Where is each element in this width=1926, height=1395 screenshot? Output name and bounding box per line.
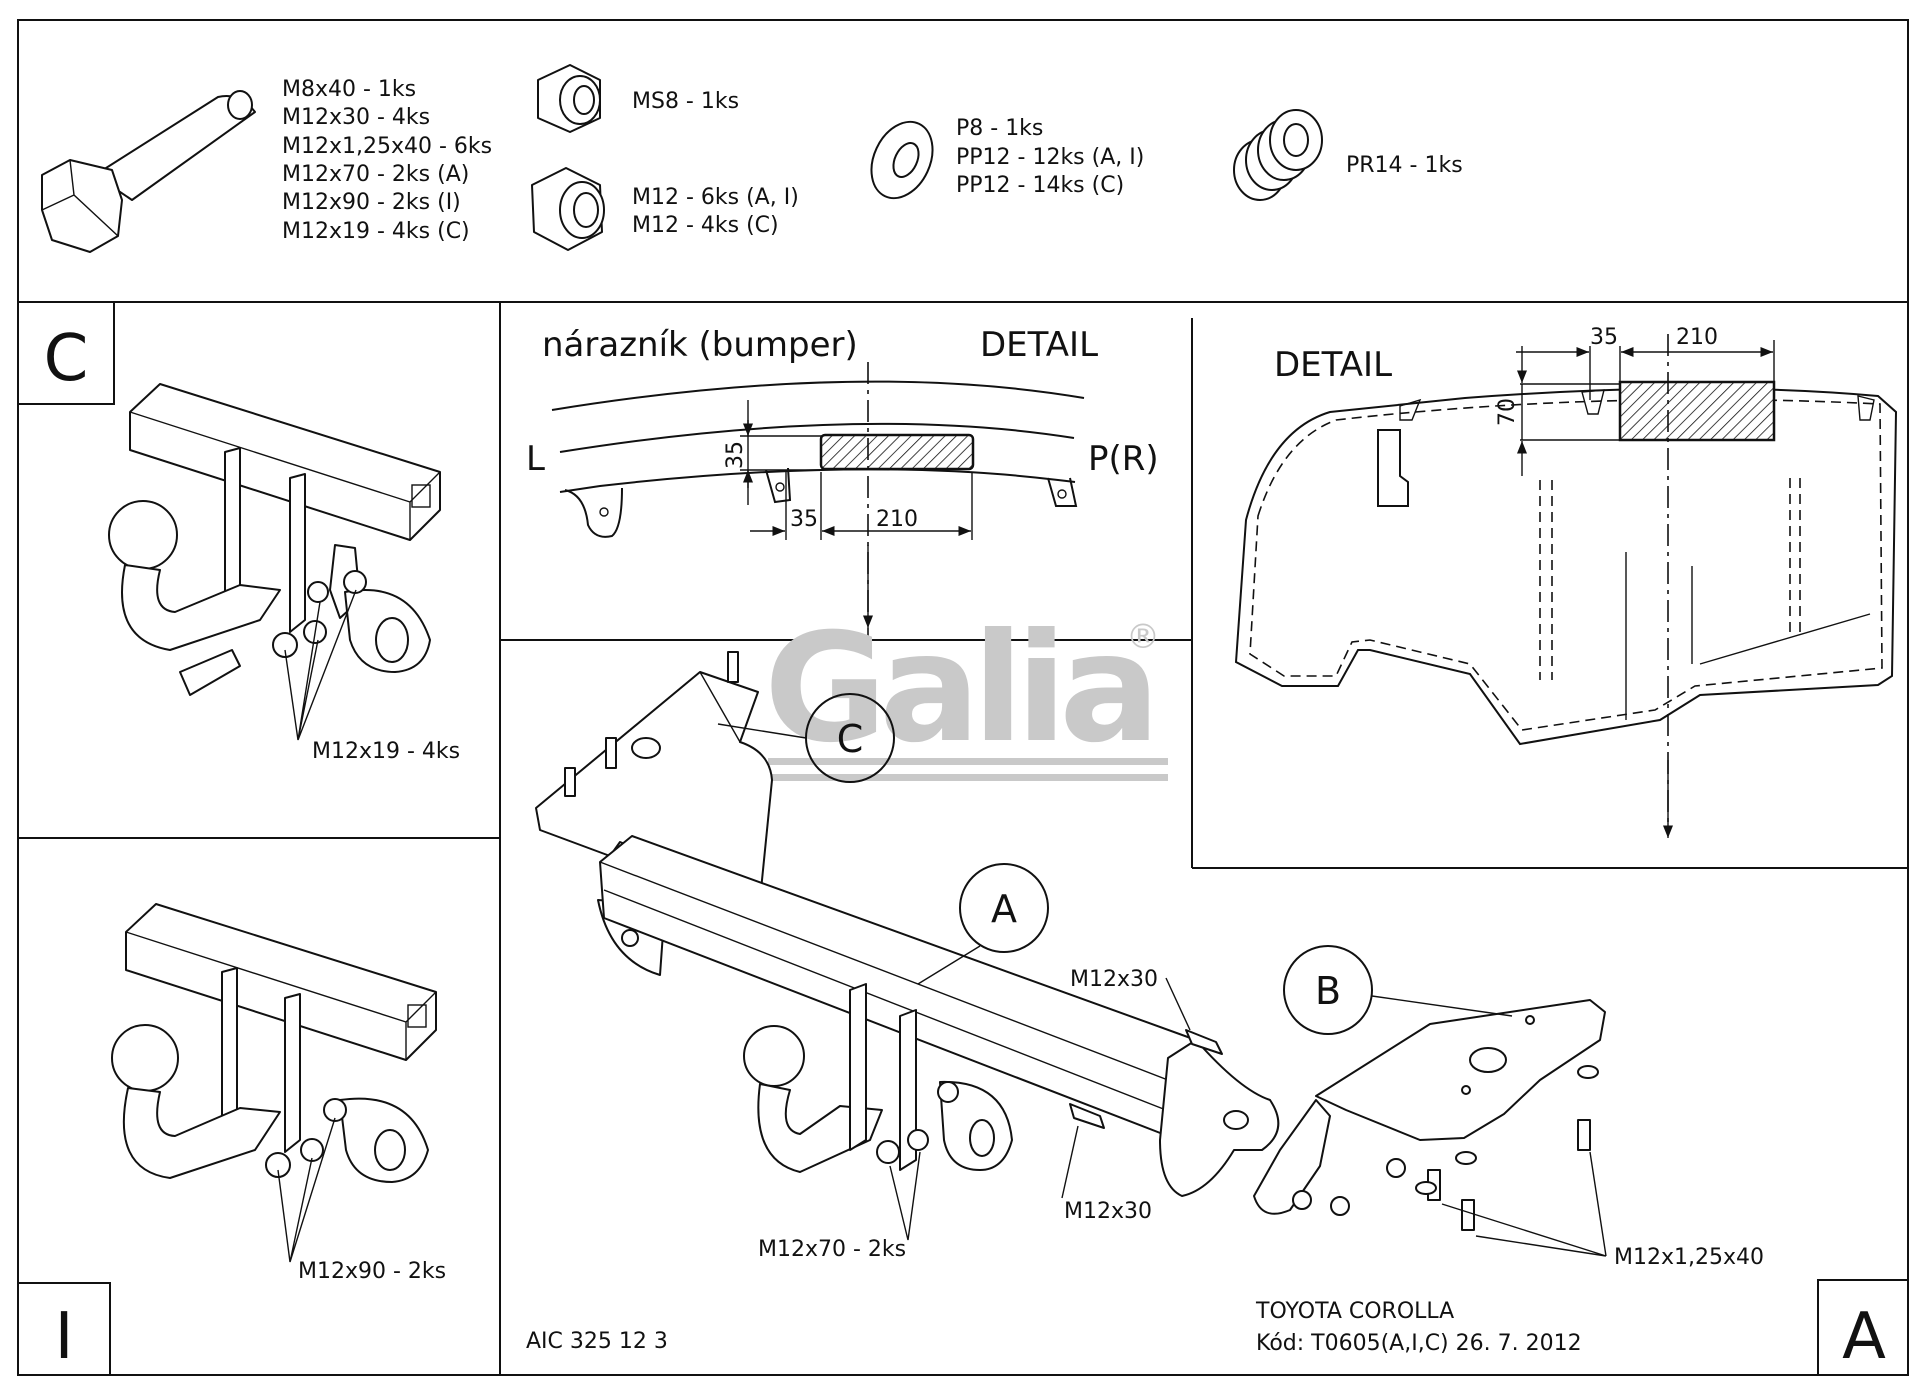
m-nut-item-0: M12 - 6ks (A, I) <box>632 185 799 210</box>
bumper-dim-height: 35 <box>723 441 748 469</box>
label-bolt-top: M12x30 <box>1070 967 1158 992</box>
body-detail-title: DETAIL <box>1274 345 1392 385</box>
callout-c: C <box>837 717 864 761</box>
sheet-frame <box>17 19 1909 1376</box>
main-assembly: C A B M12x30 M12x30 M12x70 - 2ks M12x1,2… <box>535 651 1909 1376</box>
washer-item-2: PP12 - 14ks (C) <box>956 173 1124 198</box>
panel-c: C M12x19 - 4ks <box>17 301 460 764</box>
bumper-detail: nárazník (bumper) DETAIL L P(R) 35 35 21… <box>526 325 1159 640</box>
bumper-left-marker: L <box>526 439 545 479</box>
label-bolt-right: M12x1,25x40 <box>1614 1245 1764 1270</box>
m-nut-item-1: M12 - 4ks (C) <box>632 213 779 238</box>
body-detail: DETAIL 35 210 70 <box>1234 325 1898 838</box>
body-dim-offset: 35 <box>1590 325 1618 350</box>
panel-i-bolt-label: M12x90 - 2ks <box>298 1259 446 1284</box>
hex-nut-icon <box>531 167 605 251</box>
bumper-dim-offset: 35 <box>790 507 818 532</box>
hex-bolt-icon <box>41 90 256 253</box>
watermark-logo: Galia <box>764 602 1152 776</box>
washer-item-0: P8 - 1ks <box>956 116 1043 141</box>
panel-c-bolt-label: M12x19 - 4ks <box>312 739 460 764</box>
callout-b: B <box>1315 969 1341 1013</box>
bolt-list-item-2: M12x1,25x40 - 6ks <box>282 134 492 159</box>
bolt-list-item-1: M12x30 - 4ks <box>282 105 430 130</box>
bolt-list-item-3: M12x70 - 2ks (A) <box>282 162 469 187</box>
panel-a-corner-label: A <box>1842 1300 1886 1374</box>
lock-nut-icon <box>537 64 601 133</box>
spring-washer-icon <box>1233 109 1323 201</box>
bumper-detail-title-right: DETAIL <box>980 325 1098 365</box>
bolt-list-item-5: M12x19 - 4ks (C) <box>282 219 470 244</box>
footer-kod: Kód: T0605(A,I,C) 26. 7. 2012 <box>1256 1331 1582 1356</box>
panel-i-corner-label: I <box>55 1300 74 1374</box>
body-dim-width: 210 <box>1676 325 1718 350</box>
washer-item-1: PP12 - 12ks (A, I) <box>956 145 1144 170</box>
bolt-list-item-4: M12x90 - 2ks (I) <box>282 190 461 215</box>
parts-list: M8x40 - 1ks M12x30 - 4ks M12x1,25x40 - 6… <box>41 64 1463 253</box>
bumper-dim-width: 210 <box>876 507 918 532</box>
footer-vehicle: TOYOTA COROLLA <box>1255 1299 1454 1324</box>
ms-nut-item-0: MS8 - 1ks <box>632 89 739 114</box>
washer-icon <box>870 120 934 200</box>
bumper-detail-title-left: nárazník (bumper) <box>542 325 858 365</box>
body-dim-height: 70 <box>1495 398 1520 426</box>
bumper-right-marker: P(R) <box>1088 439 1159 479</box>
towbar-c-drawing <box>108 383 441 696</box>
towbar-i-drawing <box>111 903 437 1183</box>
bolt-list-item-0: M8x40 - 1ks <box>282 77 416 102</box>
callout-a: A <box>991 887 1017 931</box>
watermark-registered: ® <box>1126 617 1160 657</box>
footer-code: AIC 325 12 3 <box>526 1329 668 1354</box>
label-bolt-long: M12x70 - 2ks <box>758 1237 906 1262</box>
label-bolt-mid: M12x30 <box>1064 1199 1152 1224</box>
panel-i: I M12x90 - 2ks <box>17 903 446 1376</box>
spring-item-0: PR14 - 1ks <box>1346 153 1463 178</box>
footer: AIC 325 12 3 TOYOTA COROLLA Kód: T0605(A… <box>526 1299 1582 1356</box>
panel-c-corner-label: C <box>44 322 89 396</box>
galia-watermark: Galia ® <box>764 602 1168 781</box>
